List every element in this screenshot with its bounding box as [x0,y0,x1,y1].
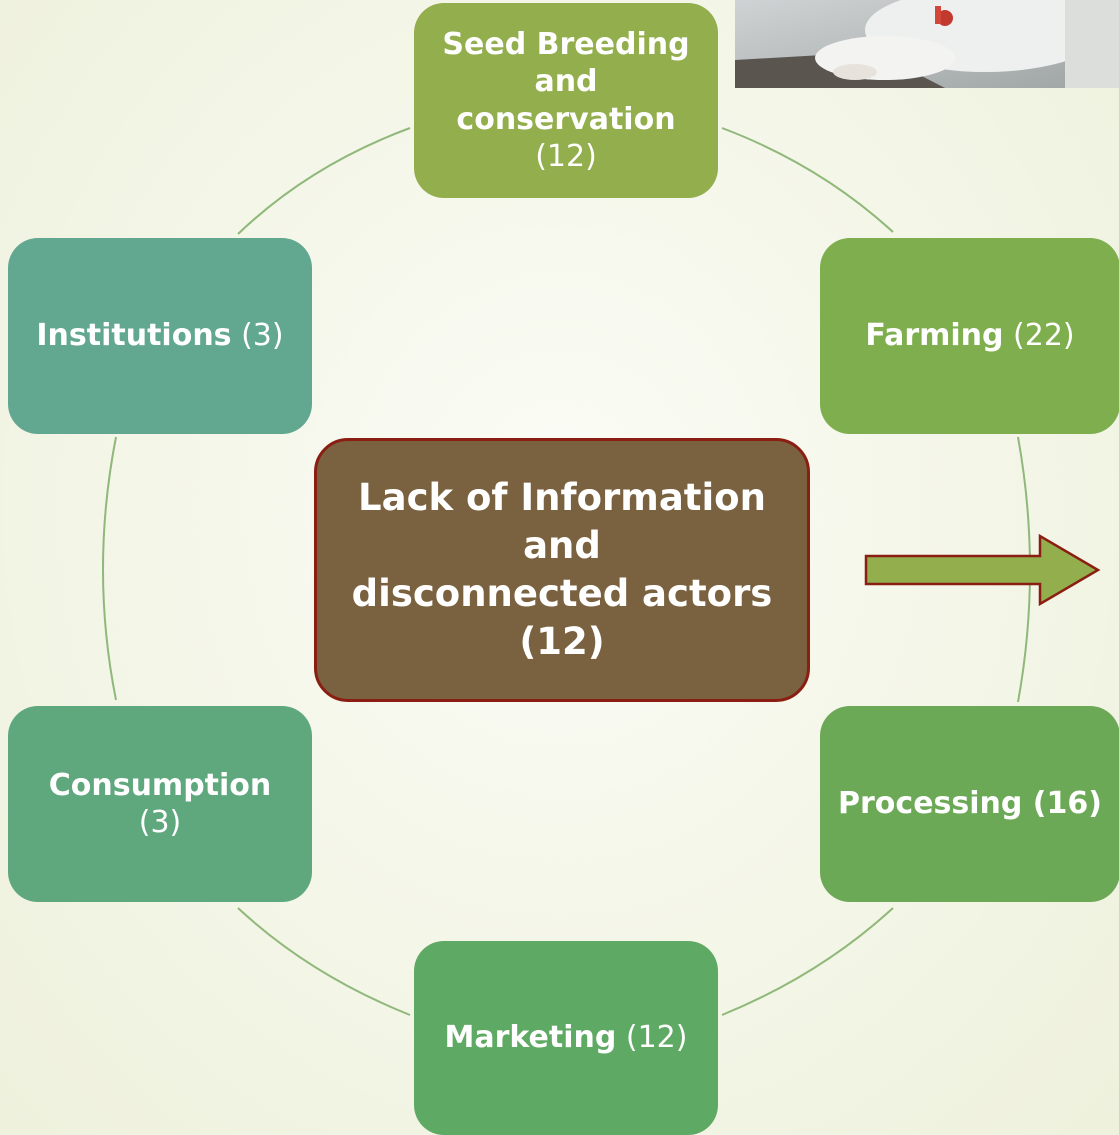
node-count: (12) [625,1020,688,1056]
connector-seed-farming [721,127,894,233]
node-name: Marketing [444,1020,617,1056]
node-institutions: Institutions (3) [8,238,312,434]
node-seed-breeding: Seed Breeding and conservation (12) [414,3,718,198]
connector-processing-marketing [721,907,894,1016]
node-count: (22) [1013,318,1075,354]
node-count: (12) [535,139,597,174]
connector-consumption-institutions [102,436,117,701]
node-count: (3) [138,805,182,840]
node-processing: Processing (16) [820,706,1119,902]
node-marketing: Marketing (12) [414,941,718,1135]
node-consumption: Consumption (3) [8,706,312,902]
center-count: (12) [519,620,605,664]
node-name: Processing (16) [838,786,1102,822]
node-name: Consumption [48,767,272,803]
node-name: Institutions [36,318,232,354]
center-line-3: disconnected actors [351,572,773,615]
connector-institutions-seed [237,127,411,235]
center-line-2: and [523,523,601,567]
connector-marketing-consumption [237,907,411,1016]
laboratory-photo-icon [735,0,1119,88]
central-problem-box: Lack of Information and disconnected act… [314,438,810,702]
node-name: Farming [865,318,1004,354]
center-line-1: Lack of Information [358,475,766,519]
right-arrow-icon [864,533,1101,607]
node-name: Seed Breeding and conservation [442,26,690,137]
node-count: (3) [241,318,284,354]
node-farming: Farming (22) [820,238,1119,434]
